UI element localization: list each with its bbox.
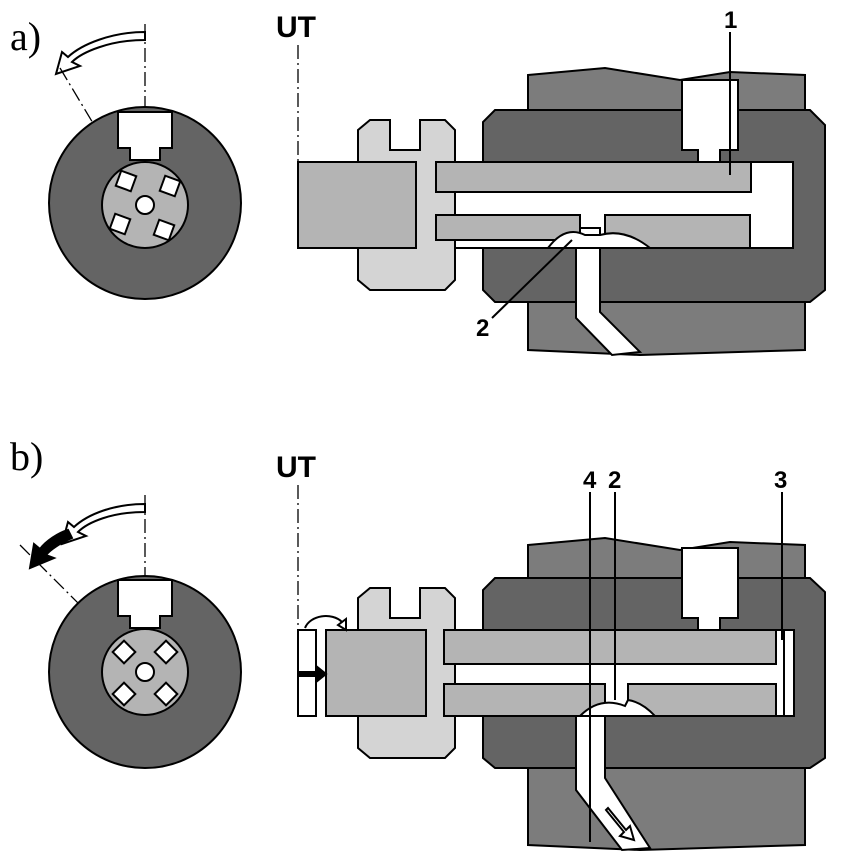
center-bore [135,662,155,682]
flow-arrow [604,806,636,842]
port-squares [111,639,179,707]
axial-arrow [299,663,328,685]
panel-a-label: a) [10,14,41,59]
leader-2-a [491,239,573,319]
panel-a: a) UT [10,7,826,357]
ut-label-a: UT [276,11,316,44]
panel-b-label: b) [10,434,43,479]
port-squares [108,169,182,242]
rotation-hint-arrow [304,615,347,632]
callout-1-a: 1 [724,7,737,34]
key-slot [117,111,173,161]
rotation-arrow-outline [54,30,146,76]
housing-side-view-b [297,536,826,852]
rotation-arrow-solid [28,528,74,570]
key-slot [117,579,173,629]
housing-side-view-a [297,66,826,357]
rotor-end-view [48,106,242,300]
center-bore [135,195,155,215]
panel-b: b) UT [10,434,826,852]
callout-3-b: 3 [774,467,787,494]
callout-2-b: 2 [608,467,621,494]
callout-4-b: 4 [583,467,597,494]
rotor-end-view [48,575,242,769]
ut-label-b: UT [276,451,316,484]
callout-2-a: 2 [476,315,489,342]
rotation-arrow-outline [60,502,146,546]
